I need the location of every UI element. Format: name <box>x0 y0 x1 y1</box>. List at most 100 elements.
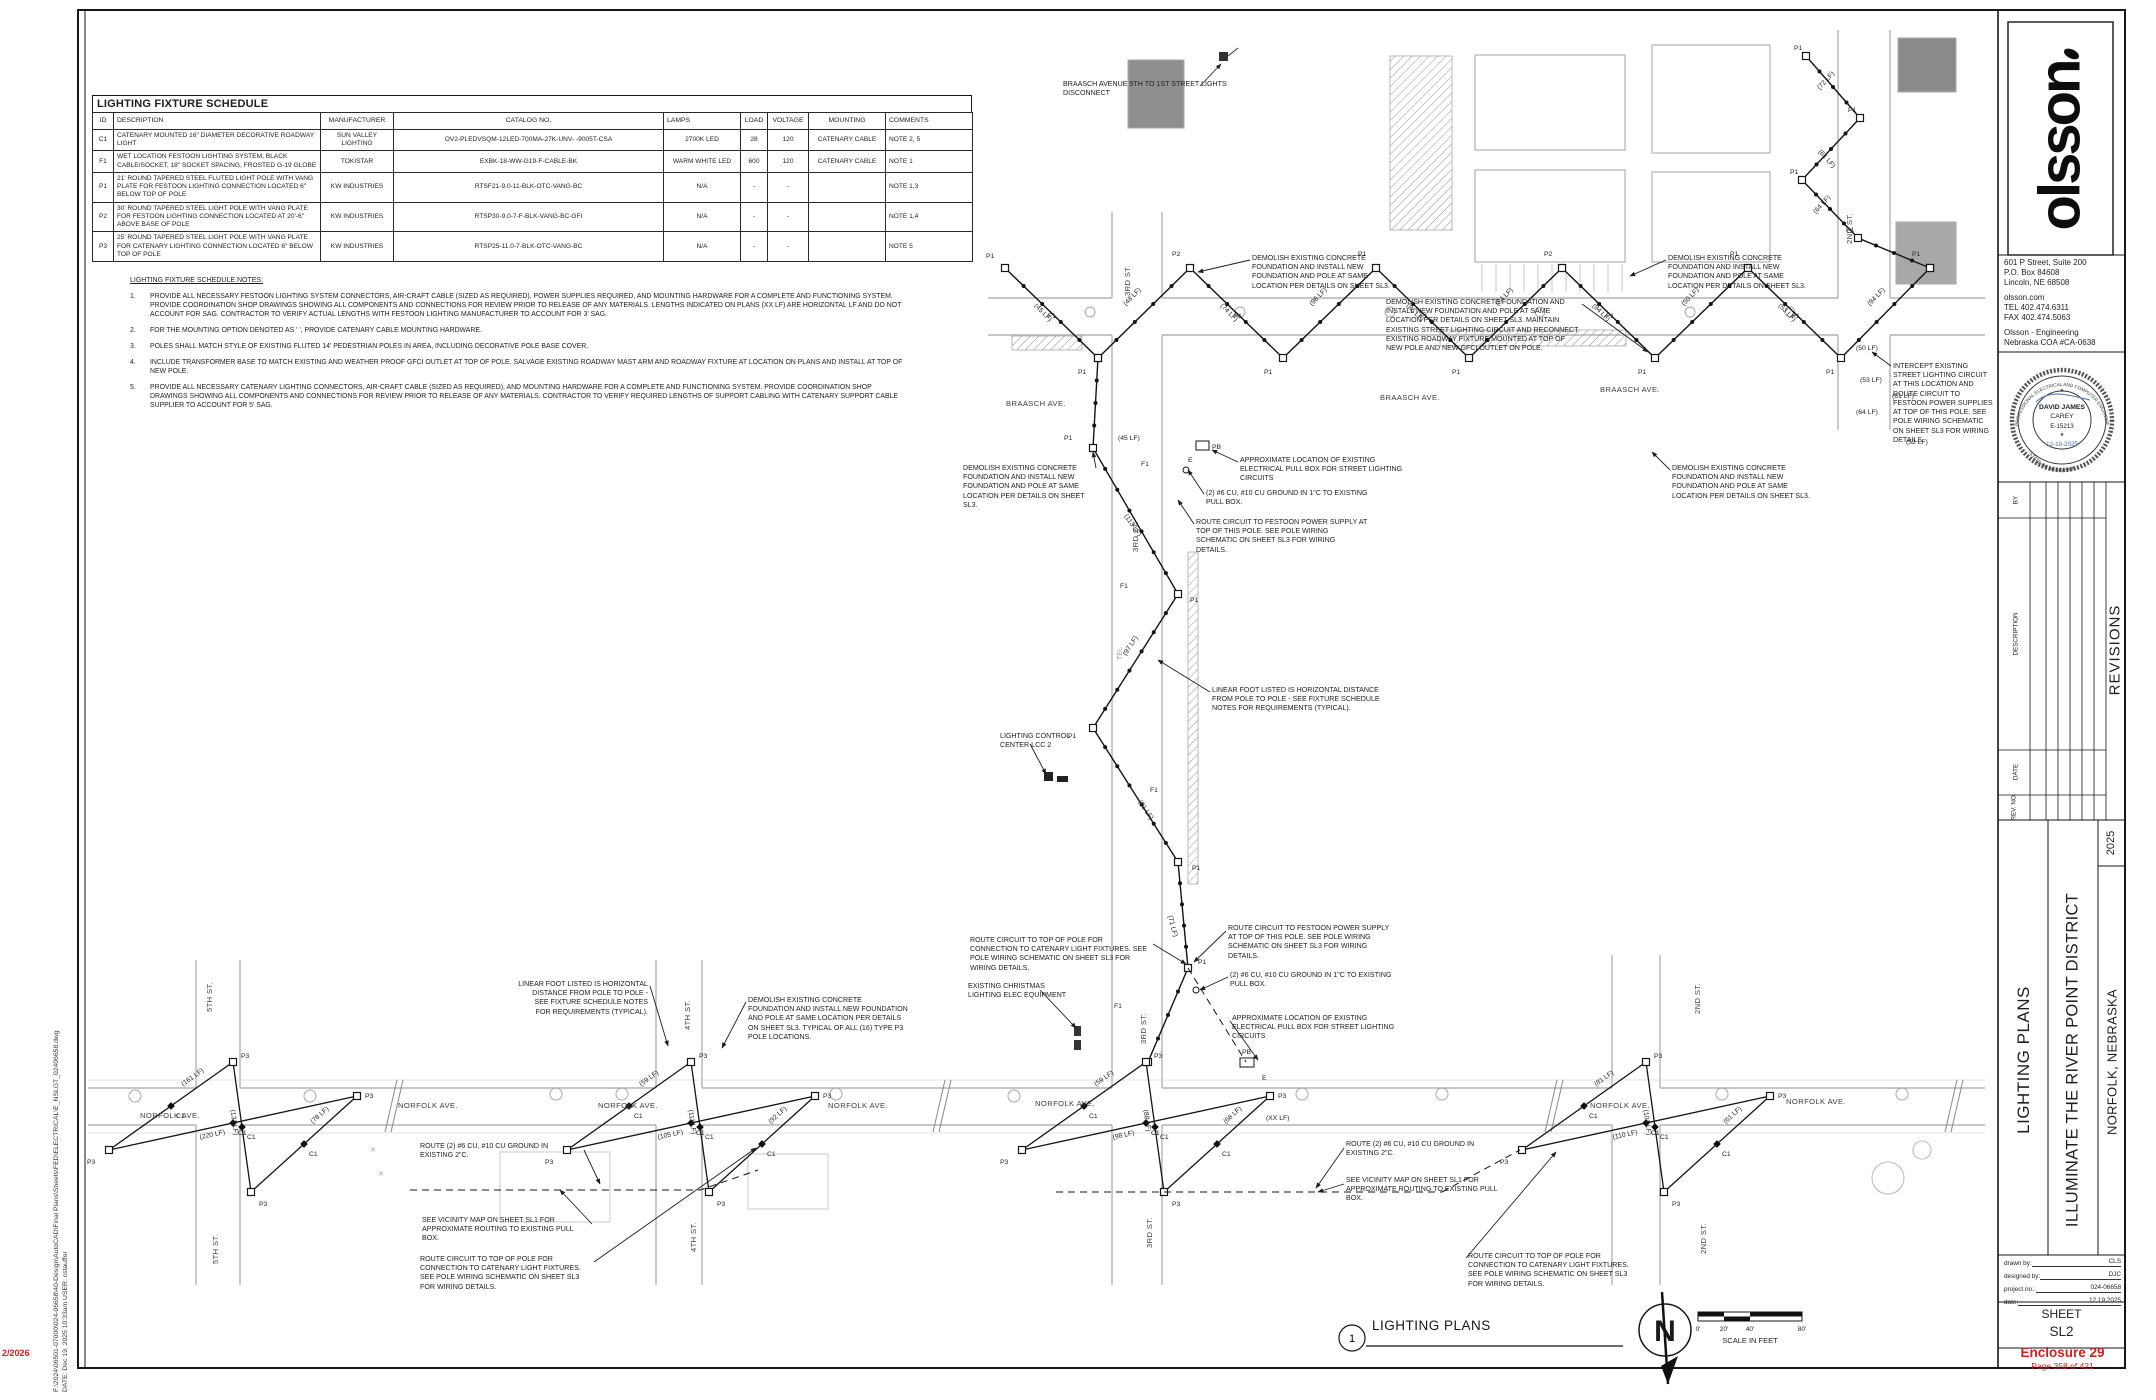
plan-label: P3 <box>545 1159 554 1166</box>
callout-24: SEE VICINITY MAP ON SHEET SL1 FOR APPROX… <box>1346 1176 1498 1203</box>
pole-marker <box>1801 51 1811 61</box>
firm-info-line: olsson.com <box>2004 293 2045 302</box>
leader-line <box>1157 659 1211 693</box>
plan-label: (91 LF) <box>1136 799 1154 821</box>
plan-label: P1 <box>1826 369 1835 376</box>
schedule-notes: LIGHTING FIXTURE SCHEDULE NOTES: 1.PROVI… <box>130 276 908 411</box>
sheet-word: SHEET <box>2041 1307 2082 1321</box>
scale-bar: 0'20'40'80' SCALE IN FEET <box>1696 1311 1806 1345</box>
project-title-vertical: ILLUMINATE THE RIVER POINT DISTRICT <box>2063 892 2082 1228</box>
existing-streets <box>88 30 1985 1285</box>
leader-line <box>649 985 669 1047</box>
plan-label: (64 LF) <box>1856 409 1878 416</box>
rev-col-revno: REV. NO. <box>2010 793 2018 821</box>
rev-col-description: DESCRIPTION <box>2012 612 2020 656</box>
pole-marker <box>1797 175 1807 185</box>
plan-label: 2ND ST. <box>1845 213 1854 244</box>
plan-label: (131 LF) <box>229 1109 239 1135</box>
leader-line <box>1193 930 1227 963</box>
plan-label: P3 <box>241 1053 250 1060</box>
plan-label: (45 LF) <box>1118 435 1140 442</box>
leader-line <box>1187 469 1205 495</box>
catenary-light-marker <box>696 1123 704 1131</box>
pole-marker <box>352 1091 362 1101</box>
plan-label: P1 <box>1912 251 1921 258</box>
schedule-note-3: 3.POLES SHALL MATCH STYLE OF EXISTING FL… <box>130 342 589 350</box>
schedule-col-mounting: MOUNTING <box>808 112 886 130</box>
plan-label: NORFOLK AVE. <box>598 1101 658 1110</box>
plan-label: P3 <box>1778 1093 1787 1100</box>
plan-label: 3RD ST. <box>1139 1013 1148 1044</box>
callout-13: ROUTE CIRCUIT TO TOP OF POLE FOR CONNECT… <box>970 936 1147 972</box>
catenary-light-marker <box>1713 1140 1721 1148</box>
schedule-note-5: 5.PROVIDE ALL NECESSARY CATENARY LIGHTIN… <box>130 383 899 409</box>
callout-5: INTERCEPT EXISTING STREET LIGHTING CIRCU… <box>1893 362 1993 444</box>
plan-label: C1 <box>1222 1151 1231 1158</box>
pole-marker <box>1557 263 1567 273</box>
pole-marker <box>1855 113 1865 123</box>
pole-marker <box>1853 233 1863 243</box>
plan-label: P1 <box>1848 107 1857 114</box>
callout-2: DEMOLISH EXISTING CONCRETE FOUNDATION AN… <box>1252 254 1390 290</box>
pole-marker <box>1836 353 1846 363</box>
plan-label: (50 LF) <box>1856 345 1878 352</box>
plan-label: 3RD ST. <box>1123 265 1132 296</box>
callout-9: ROUTE CIRCUIT TO FESTOON POWER SUPPLY AT… <box>1196 518 1368 554</box>
plan-label: 3RD ST. <box>1131 521 1140 552</box>
schedule-col-id: ID <box>92 112 114 130</box>
plan-label: P1 <box>1790 169 1799 176</box>
plan-label: C1 <box>176 1113 185 1120</box>
plan-label: NORFOLK AVE. <box>1590 1101 1650 1110</box>
plan-label: (64 LF) <box>1812 194 1832 215</box>
plan-label: 5TH ST. <box>211 1234 220 1264</box>
callout-17: APPROXIMATE LOCATION OF EXISTING ELECTRI… <box>1232 1014 1395 1041</box>
pe-seal: PROFESSIONAL ELECTRICAL AND COMPUTER ENG… <box>2009 367 2115 474</box>
scale-caption: SCALE IN FEET <box>1722 1336 1778 1345</box>
plan-label: C1 <box>1151 1130 1160 1137</box>
scale-tick: 80' <box>1798 1326 1806 1333</box>
plan-label: P3 <box>1172 1201 1181 1208</box>
generated-plan-content <box>104 51 1935 1263</box>
pole-marker <box>1093 353 1103 363</box>
leader-line <box>721 1001 747 1049</box>
rev-col-date: DATE <box>2012 763 2020 781</box>
plan-label: P1 <box>1264 369 1273 376</box>
callout-19: DEMOLISH EXISTING CONCRETE FOUNDATION AN… <box>748 996 908 1041</box>
christmas-equipment <box>1074 1026 1081 1036</box>
plan-label: C1 <box>1089 1113 1098 1120</box>
sheet-border <box>77 9 2126 1369</box>
plan-label: C1 <box>238 1130 247 1137</box>
leader-line <box>1039 989 1077 1029</box>
plan-label: P3 <box>1672 1201 1681 1208</box>
firm-info-line: TEL 402.474.6311 <box>2004 303 2069 312</box>
titleblock-lines <box>1998 21 2126 1349</box>
olsson-logo: olsson <box>2027 47 2094 230</box>
firm-info-line: P.O. Box 84608 <box>2004 268 2060 277</box>
schedule-col-lamps: LAMPS <box>663 112 741 130</box>
plan-label: P1 <box>1190 597 1199 604</box>
leader-line <box>1211 449 1239 463</box>
pole-marker <box>1141 1057 1151 1067</box>
plan-label: NORFOLK AVE. <box>828 1101 888 1110</box>
plan-label: P1 <box>1192 865 1201 872</box>
plan-label: NORFOLK AVE. <box>140 1111 200 1120</box>
plan-label: P1 <box>1064 435 1073 442</box>
leader-line <box>1581 303 1649 353</box>
plan-label: P2 <box>1172 251 1181 258</box>
firm-info-line: FAX 402.474.5063 <box>2004 313 2071 322</box>
pull-box <box>1195 440 1210 451</box>
callout-3: DEMOLISH EXISTING CONCRETE FOUNDATION AN… <box>1668 254 1806 290</box>
schedule-col-description: DESCRIPTION <box>113 112 321 130</box>
plan-label: (53 LF) <box>1860 377 1882 384</box>
scale-tick: 0' <box>1696 1326 1701 1333</box>
schedule-title: LIGHTING FIXTURE SCHEDULE <box>92 95 972 112</box>
plan-label: P3 <box>823 1093 832 1100</box>
catenary-light-marker <box>1080 1102 1088 1110</box>
plan-label: (101 LF) <box>1642 1109 1652 1135</box>
plan-label: P3 <box>1500 1159 1509 1166</box>
plan-label: BRAASCH AVE. <box>1380 393 1440 402</box>
